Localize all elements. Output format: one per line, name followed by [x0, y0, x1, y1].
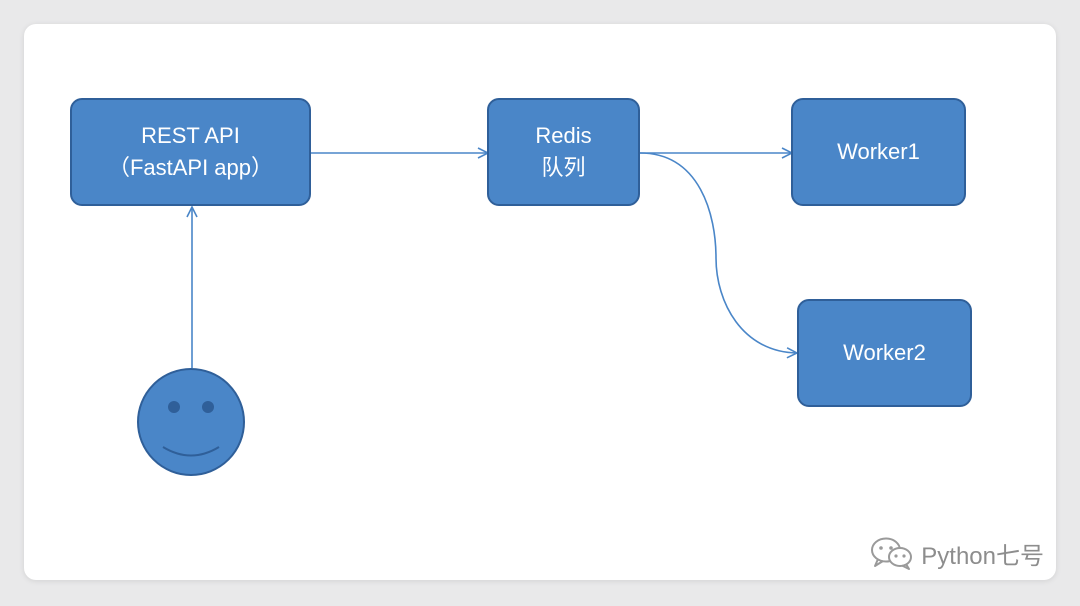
worker2-label: Worker2 — [843, 340, 926, 365]
user-mouth — [162, 446, 220, 457]
redis-title: Redis — [535, 123, 592, 148]
worker1-node: Worker1 — [791, 98, 966, 206]
rest-api-title: REST API — [141, 123, 240, 148]
redis-subtitle: 队列 — [541, 155, 586, 180]
edge-redis-to-worker2 — [639, 152, 797, 353]
smiley-face-icon — [137, 368, 245, 476]
worker1-label: Worker1 — [837, 139, 920, 164]
user-left-eye — [168, 401, 180, 413]
rest-api-subtitle: （FastAPI app） — [107, 155, 274, 180]
rest-api-node: REST API （FastAPI app） — [70, 98, 311, 206]
redis-node: Redis 队列 — [487, 98, 640, 206]
watermark-text: Python七号 — [921, 542, 1044, 570]
user-right-eye — [202, 401, 214, 413]
watermark: Python七号 — [869, 535, 1044, 571]
user-face — [137, 368, 245, 476]
wechat-icon — [871, 537, 913, 570]
worker2-node: Worker2 — [797, 299, 972, 407]
